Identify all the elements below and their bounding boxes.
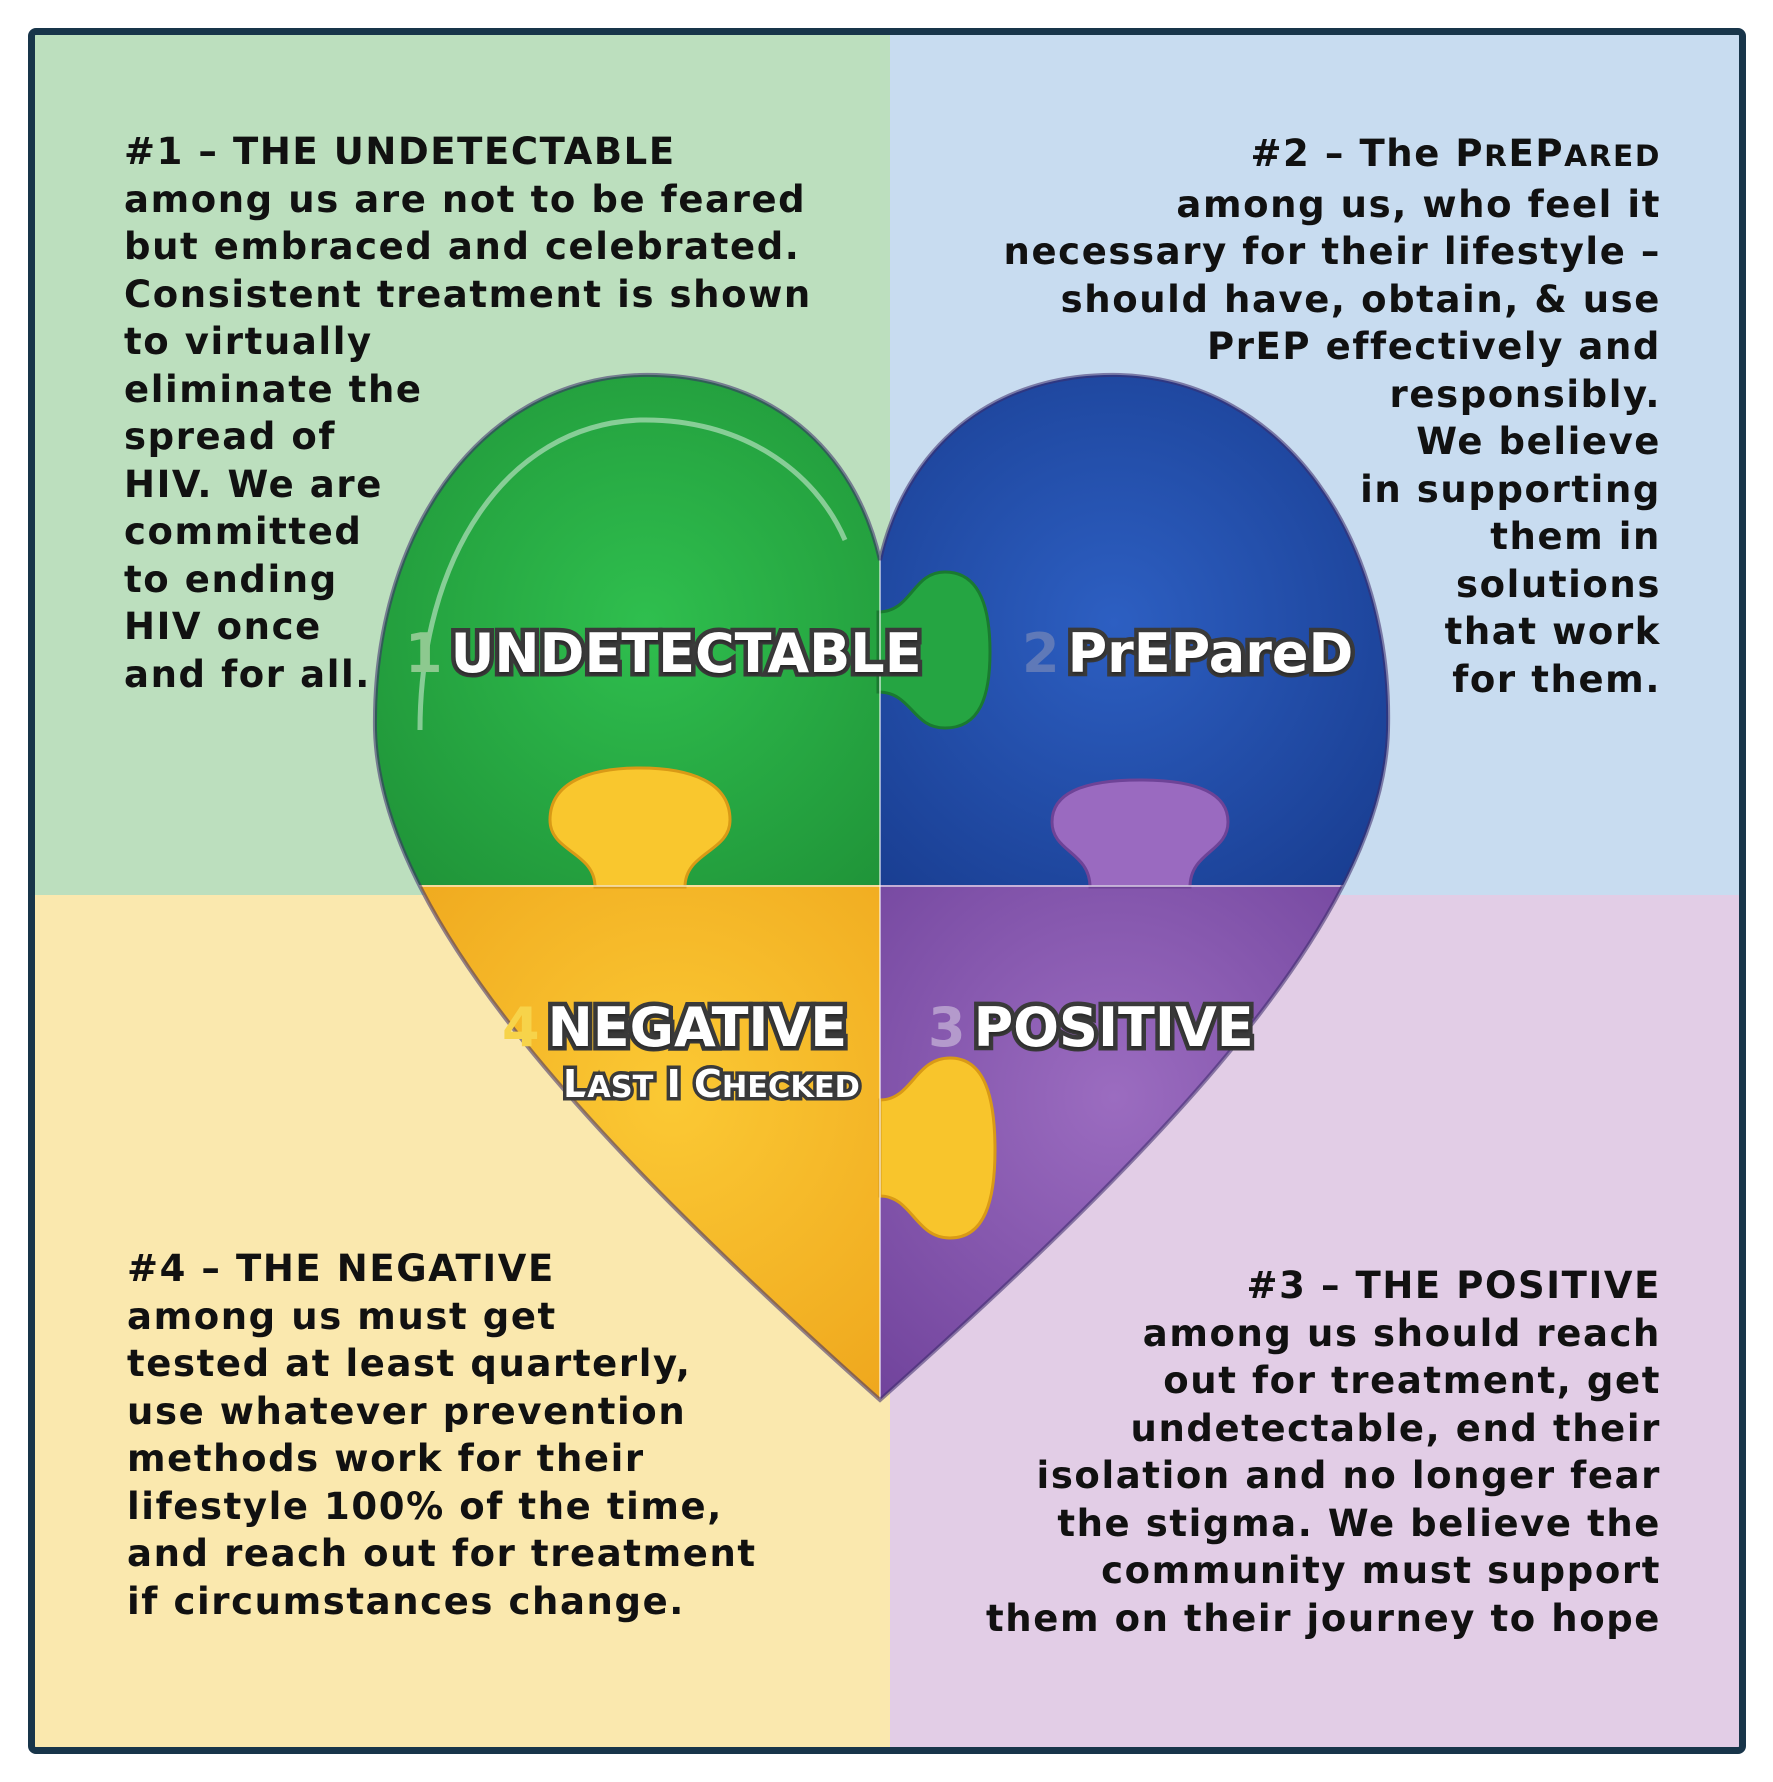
p1-line: Consistent treatment is shown <box>124 272 812 316</box>
p1-line: to virtually <box>124 320 373 363</box>
piece-sublabel-last-i-checked: LAST I CHECKED <box>559 1061 863 1109</box>
p1-line: among us are not to be feared <box>124 177 807 221</box>
p2-line: We believe <box>1416 420 1661 463</box>
p3-line: undetectable, end their <box>1130 1406 1661 1450</box>
p2-line: them in <box>1490 515 1661 558</box>
p1-line: HIV. We are <box>124 462 383 506</box>
piece-number-1: 1 <box>405 622 443 685</box>
p4-line: if circumstances change. <box>127 1579 685 1623</box>
p3-line: community must support <box>1101 1549 1661 1592</box>
p3-line: among us should reach <box>1142 1311 1661 1355</box>
tab-yellow-up <box>548 766 732 889</box>
tab-yellow-right <box>878 1056 997 1240</box>
tab-green <box>876 570 992 730</box>
p4-line: tested at least quarterly, <box>127 1342 692 1385</box>
p3-line: out for treatment, get <box>1163 1359 1661 1402</box>
piece-number-4: 4 <box>502 996 540 1059</box>
tab-purple-up <box>1050 778 1230 889</box>
p4-line: #4 – THE NEGATIVE <box>127 1247 555 1290</box>
p1-line: to ending <box>124 557 338 601</box>
piece-number-3: 3 <box>928 996 966 1059</box>
p2-line: necessary for their lifestyle – <box>1003 230 1661 273</box>
p1-line: #1 – THE UNDETECTABLE <box>124 130 676 173</box>
p2-line: PrEP effectively and <box>1206 325 1661 368</box>
p2-line: should have, obtain, & use <box>1060 277 1661 321</box>
p2-line: that work <box>1444 610 1661 653</box>
p2-line: for them. <box>1452 657 1661 701</box>
p1-line: committed <box>124 510 363 553</box>
p4-line: among us must get <box>127 1294 557 1338</box>
p4-line: methods work for their <box>127 1437 645 1480</box>
p4-line: and reach out for treatment <box>127 1532 757 1575</box>
piece-number-2: 2 <box>1022 622 1060 685</box>
prepared-title: #2 – The PREPARED <box>1250 132 1661 175</box>
heart-outline <box>372 372 1391 1403</box>
p4-line: lifestyle 100% of the time, <box>127 1484 723 1528</box>
p1-line: HIV once <box>124 605 322 648</box>
heart-highlight <box>417 417 848 731</box>
p2-line: responsibly. <box>1389 372 1661 416</box>
p3-line: #3 – THE POSITIVE <box>1246 1264 1661 1307</box>
p2-line: solutions <box>1455 562 1661 606</box>
p1-line: and for all. <box>124 652 371 696</box>
p4-line: use whatever prevention <box>127 1389 687 1433</box>
p1-line: but embraced and celebrated. <box>124 225 801 268</box>
p1-line: eliminate the <box>124 367 423 411</box>
p3-line: isolation and no longer fear <box>1036 1454 1661 1497</box>
p1-line: spread of <box>124 415 337 458</box>
p3-line: the stigma. We believe the <box>1057 1501 1661 1545</box>
p2-line: in supporting <box>1360 467 1661 511</box>
p3-line: them on their journey to hope <box>986 1596 1661 1640</box>
p2-line: among us, who feel it <box>1176 182 1661 226</box>
